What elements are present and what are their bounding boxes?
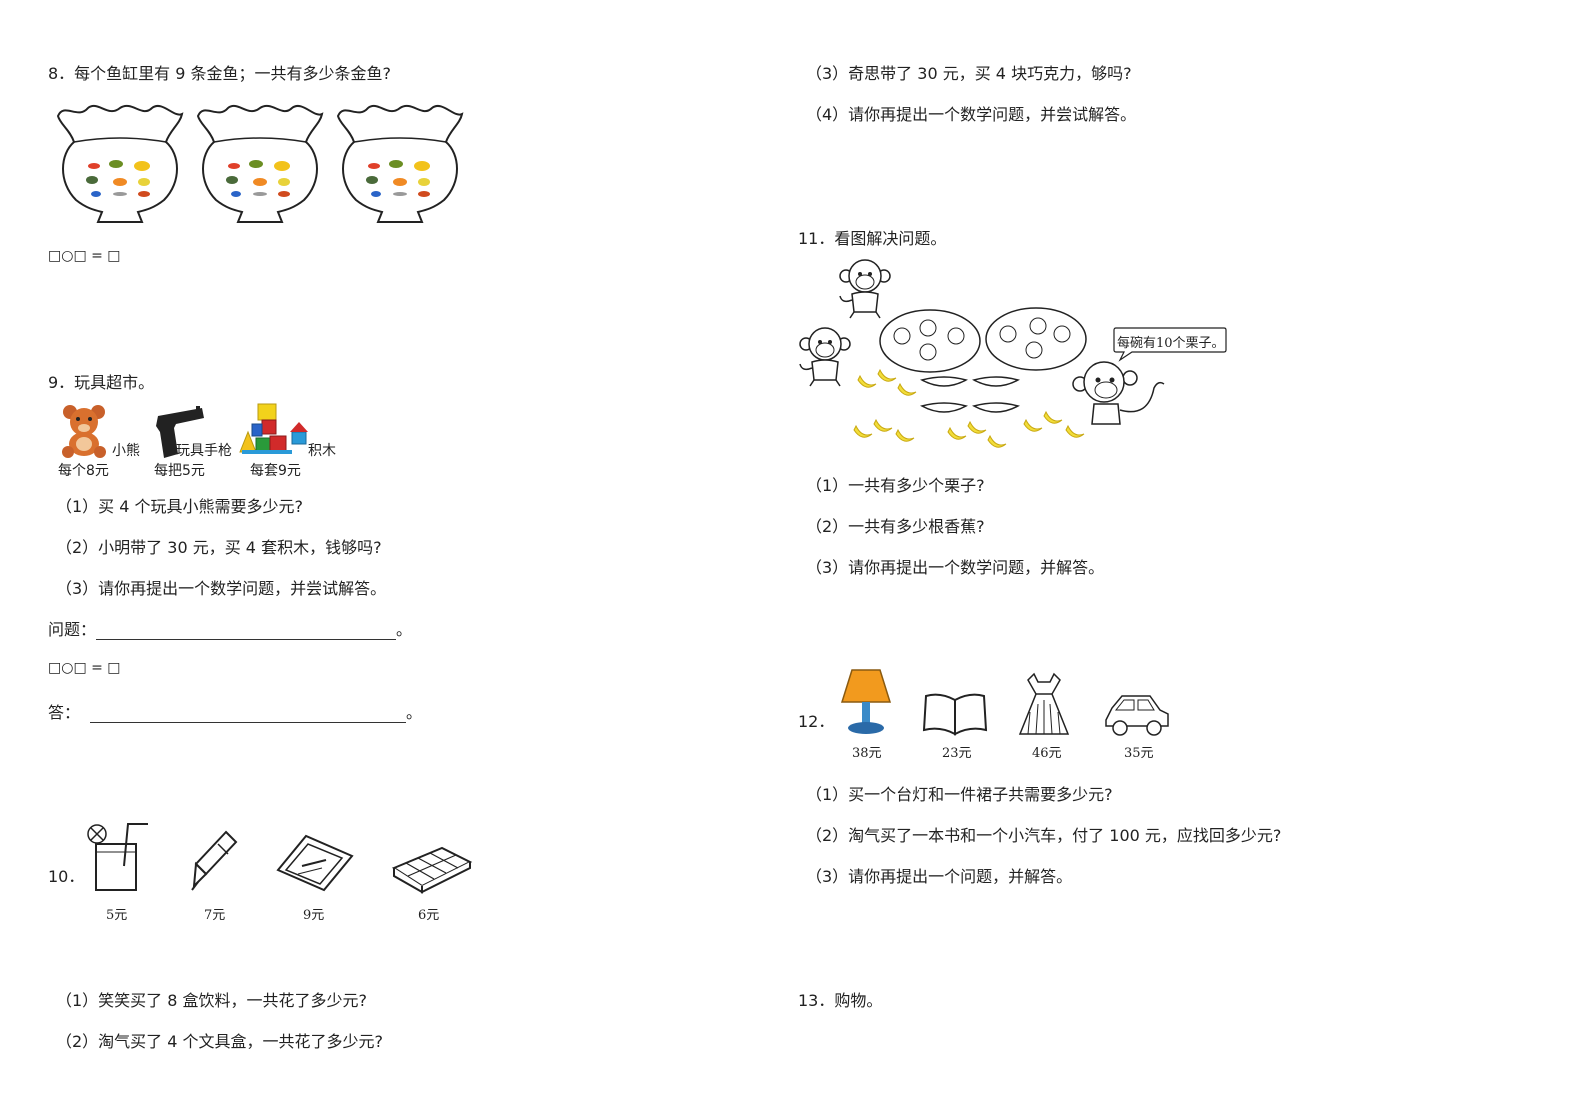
fountain-pen-icon [191,830,238,891]
q8-title: 8．每个鱼缸里有 9 条金鱼；一共有多少条金鱼? [48,64,392,83]
q11-sub2: （2）一共有多少根香蕉? [806,517,985,536]
price-dress: 46元 [1032,746,1062,761]
teddy-bear-icon [62,405,106,458]
price-chocolate: 6元 [418,908,440,923]
price-drink: 5元 [106,908,128,923]
bananas-icon [853,368,1085,448]
peach-plate-icon [985,307,1087,371]
building-blocks-icon [239,403,308,454]
q10-number: 10． [48,867,85,886]
chocolate-bar-icon [391,846,473,894]
q12-sub3: （3）请你再提出一个问题，并解答。 [806,867,1073,886]
price-lamp: 38元 [852,746,882,761]
q9-sub3: （3）请你再提出一个数学问题，并尝试解答。 [56,579,387,598]
q9-question-end: 。 [396,620,413,639]
q9-question-blank[interactable] [96,623,397,640]
fish-bowl-image [336,105,464,223]
toy-price-blocks: 每套9元 [250,463,301,479]
q9-question-line: 问题： 。 [48,616,412,640]
q9-sub1: （1）买 4 个玩具小熊需要多少元? [56,497,304,516]
drink-cup-icon [87,823,148,891]
fish-bowl-image [56,105,184,223]
toy-price-gun: 每把5元 [154,463,205,479]
dress-icon [1018,672,1070,735]
monkey-icon [799,327,851,387]
q9-equation: □○□ = □ [48,660,121,676]
toy-name-bear: 小熊 [112,443,140,459]
q12-number: 12． [798,712,835,731]
q11-sub1: （1）一共有多少个栗子? [806,476,985,495]
q8-equation: □○□ = □ [48,248,121,264]
q9-answer-blank[interactable] [90,706,407,723]
q11-title: 11．看图解决问题。 [798,229,947,248]
fish-bowl-image [196,105,324,223]
desk-lamp-icon [840,669,892,734]
book-icon [922,693,988,736]
q13-title: 13．购物。 [798,991,883,1010]
q9-sub2: （2）小明带了 30 元，买 4 套积木，钱够吗? [56,538,382,557]
toy-price-bear: 每个8元 [58,463,109,479]
pencil-case-icon [276,834,354,892]
q12-sub2: （2）淘气买了一本书和一个小汽车，付了 100 元，应找回多少元? [806,826,1282,845]
bowls-icon [920,376,1020,413]
monkey-icon [839,259,891,319]
q10-sub3: （3）奇思带了 30 元，买 4 块巧克力，够吗? [806,64,1132,83]
toy-car-icon [1105,695,1169,736]
q11-sub3: （3）请你再提出一个数学问题，并解答。 [806,558,1105,577]
peach-plate-icon [879,309,981,373]
q9-answer-line: 答： 。 [48,699,422,723]
speech-text: 每碗有10个栗子。 [1117,336,1225,351]
q9-answer-label: 答： [48,703,81,722]
q9-question-label: 问题： [48,620,97,639]
q9-answer-end: 。 [406,703,423,722]
q10-sub1: （1）笑笑买了 8 盒饮料，一共花了多少元? [56,991,368,1010]
monkey-icon [1072,361,1165,425]
price-pencil-case: 9元 [303,908,325,923]
q9-title: 9．玩具超市。 [48,373,155,392]
toy-name-gun: 玩具手枪 [176,443,232,459]
toy-name-blocks: 积木 [308,443,336,459]
price-pen: 7元 [204,908,226,923]
q12-sub1: （1）买一个台灯和一件裙子共需要多少元? [806,785,1113,804]
price-book: 23元 [942,746,972,761]
q10-sub2: （2）淘气买了 4 个文具盒，一共花了多少元? [56,1032,384,1051]
q10-sub4: （4）请你再提出一个数学问题，并尝试解答。 [806,105,1137,124]
price-car: 35元 [1124,746,1154,761]
toy-gun-icon [156,406,204,458]
speech-bubble [1113,327,1227,362]
